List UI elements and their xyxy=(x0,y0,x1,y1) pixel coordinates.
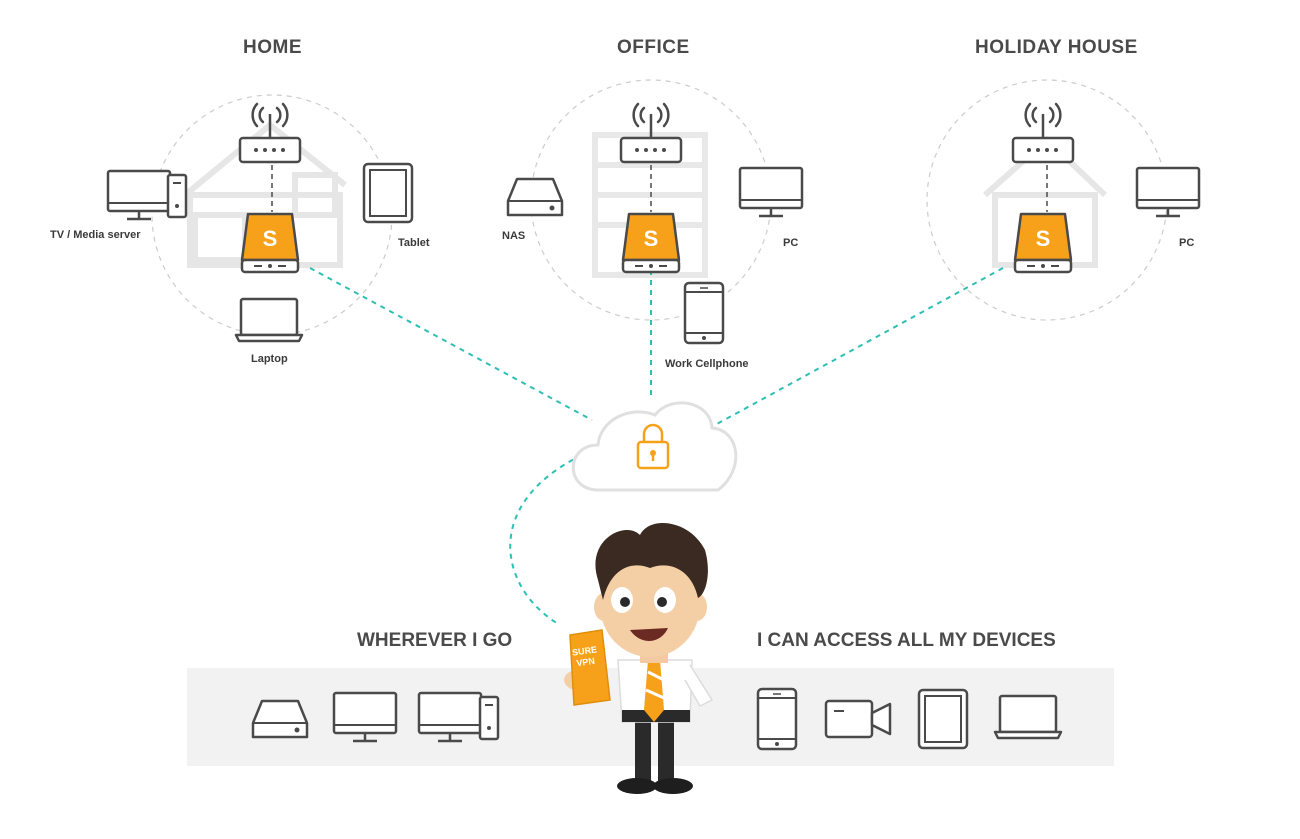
sure-vpn-phone xyxy=(569,629,611,706)
holiday-network-circle xyxy=(926,79,1168,321)
home-sure-box-icon: S xyxy=(240,212,300,274)
laptop-icon xyxy=(234,297,304,343)
holiday-router-icon xyxy=(1011,102,1075,164)
office-title: OFFICE xyxy=(617,37,690,58)
wherever-i-go-caption: WHEREVER I GO xyxy=(357,630,513,651)
holiday-pc-label: PC xyxy=(1179,237,1195,249)
nas-label: NAS xyxy=(502,230,526,242)
band-tablet-icon xyxy=(917,688,969,750)
home-title: HOME xyxy=(243,37,302,58)
home-router-icon xyxy=(238,102,302,164)
work-cellphone-label: Work Cellphone xyxy=(665,358,749,370)
access-all-devices-caption: I CAN ACCESS ALL MY DEVICES xyxy=(757,630,1056,651)
sure-box-letter: S xyxy=(1036,226,1051,251)
tv-monitor-icon xyxy=(106,169,172,221)
phone-brand-line2: VPN xyxy=(576,656,596,668)
sure-box-letter: S xyxy=(263,226,278,251)
holiday-house-title: HOLIDAY HOUSE xyxy=(975,37,1138,58)
secure-cloud-icon xyxy=(571,401,738,492)
band-desktop-monitor-icon xyxy=(417,691,483,743)
holiday-pc-icon xyxy=(1135,166,1201,218)
band-monitor-icon xyxy=(332,691,398,743)
band-laptop-icon xyxy=(993,694,1063,740)
nas-drive-icon xyxy=(506,177,564,217)
tablet-icon xyxy=(362,162,414,224)
band-phone-icon xyxy=(756,687,798,751)
band-camera-icon xyxy=(824,699,892,739)
holiday-sure-box-icon: S xyxy=(1013,212,1073,274)
vpn-links xyxy=(309,267,1004,626)
tv-media-server-label: TV / Media server xyxy=(50,229,141,241)
sure-box-letter: S xyxy=(644,226,659,251)
tablet-label: Tablet xyxy=(398,237,430,249)
office-pc-label: PC xyxy=(783,237,799,249)
businessman-illustration: SURE VPN xyxy=(564,523,714,794)
office-sure-box-icon: S xyxy=(621,212,681,274)
media-server-tower-icon xyxy=(166,173,188,219)
band-drive-icon xyxy=(251,699,309,739)
office-pc-icon xyxy=(738,166,804,218)
laptop-label: Laptop xyxy=(251,353,288,365)
phone-brand-line1: SURE xyxy=(572,644,598,657)
work-cellphone-icon xyxy=(683,281,725,345)
band-tower-icon xyxy=(478,695,500,741)
